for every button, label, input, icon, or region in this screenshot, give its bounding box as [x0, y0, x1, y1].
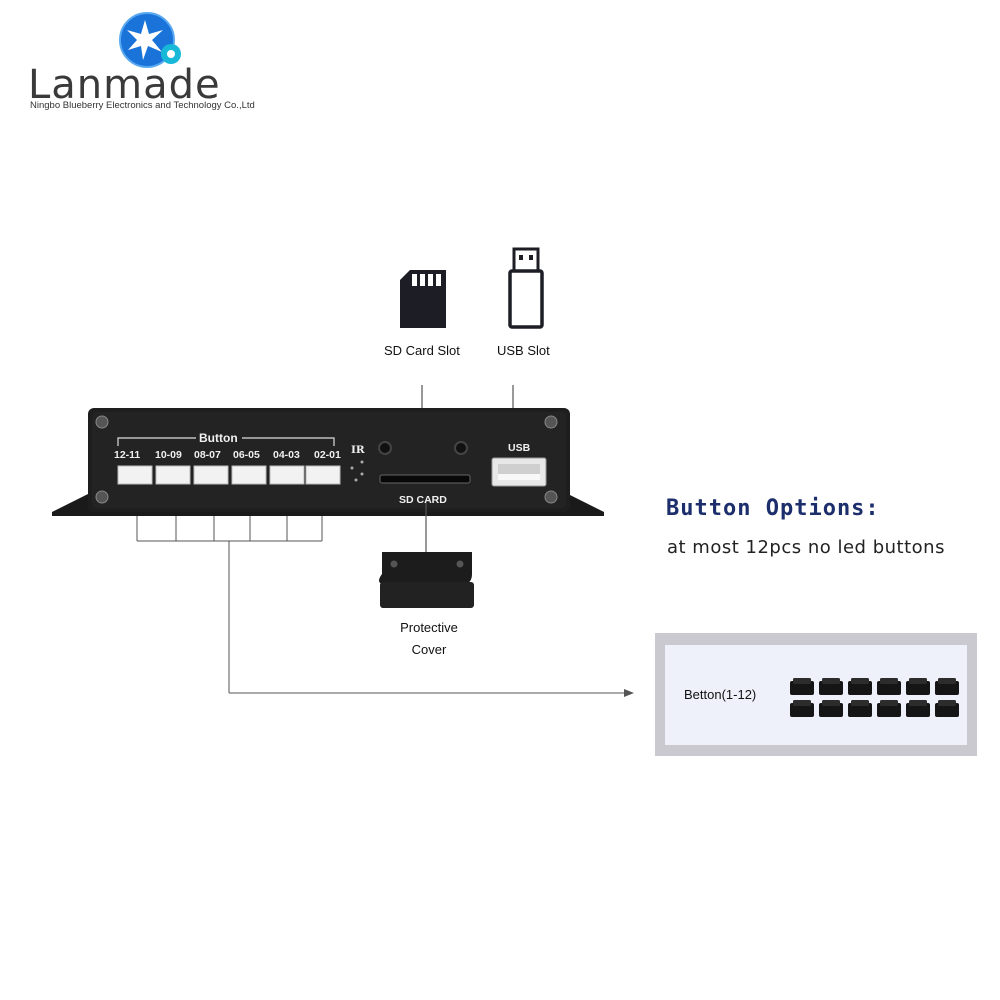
- connector-02-01: [305, 465, 341, 485]
- protective-cover-icon: [379, 552, 474, 608]
- button-options-description: at most 12pcs no led buttons: [667, 537, 945, 558]
- button-swatch-icon: [877, 678, 901, 695]
- button-swatch-icon: [935, 700, 959, 717]
- button-options-title: Button Options:: [666, 496, 880, 521]
- button-header-label: Button: [199, 431, 238, 445]
- button-swatch-grid: [790, 678, 959, 717]
- usb-slot-label: USB Slot: [497, 343, 550, 358]
- button-swatch-icon: [819, 700, 843, 717]
- starburst-logo-icon: [119, 12, 181, 68]
- button-swatch-icon: [935, 678, 959, 695]
- brand-logo: [115, 10, 185, 70]
- arrow-right-icon: [624, 689, 634, 697]
- audio-jack-icon: [454, 441, 468, 455]
- port-label-06-05: 06-05: [233, 449, 260, 461]
- connector-06-05: [231, 465, 267, 485]
- button-swatch-icon: [819, 678, 843, 695]
- brand-subtitle: Ningbo Blueberry Electronics and Technol…: [30, 100, 255, 111]
- button-swatch-icon: [848, 678, 872, 695]
- protective-cover-line-2: Cover: [411, 642, 447, 657]
- screw-icon: [95, 490, 109, 504]
- button-swatch-icon: [877, 700, 901, 717]
- button-swatch-icon: [790, 678, 814, 695]
- port-label-02-01: 02-01: [314, 449, 341, 461]
- connector-wiring: [136, 516, 626, 694]
- connector-12-11: [117, 465, 153, 485]
- screw-icon: [544, 415, 558, 429]
- screw-icon: [95, 415, 109, 429]
- connector-10-09: [155, 465, 191, 485]
- button-swatch-icon: [906, 678, 930, 695]
- protective-cover-label: Protective Cover: [392, 617, 466, 661]
- connector-08-07: [193, 465, 229, 485]
- port-label-10-09: 10-09: [155, 449, 182, 461]
- port-label-04-03: 04-03: [273, 449, 300, 461]
- sd-card-icon: [398, 268, 448, 330]
- betton-label: Betton(1-12): [684, 687, 757, 702]
- sd-card-slot: [379, 474, 471, 484]
- usb-device-label: USB: [508, 442, 531, 454]
- port-label-12-11: 12-11: [114, 449, 141, 461]
- sd-card-device-label: SD CARD: [399, 494, 447, 506]
- connector-04-03: [269, 465, 305, 485]
- ir-label: IR: [351, 444, 365, 456]
- button-swatch-icon: [906, 700, 930, 717]
- usb-stick-icon: [506, 247, 546, 331]
- brand-name: Lanmade: [28, 62, 221, 108]
- protective-cover-line-1: Protective: [400, 620, 458, 635]
- button-swatch-icon: [848, 700, 872, 717]
- sd-card-slot-label: SD Card Slot: [384, 343, 460, 358]
- port-label-08-07: 08-07: [194, 449, 221, 461]
- screw-icon: [544, 490, 558, 504]
- audio-jack-icon: [378, 441, 392, 455]
- button-swatch-icon: [790, 700, 814, 717]
